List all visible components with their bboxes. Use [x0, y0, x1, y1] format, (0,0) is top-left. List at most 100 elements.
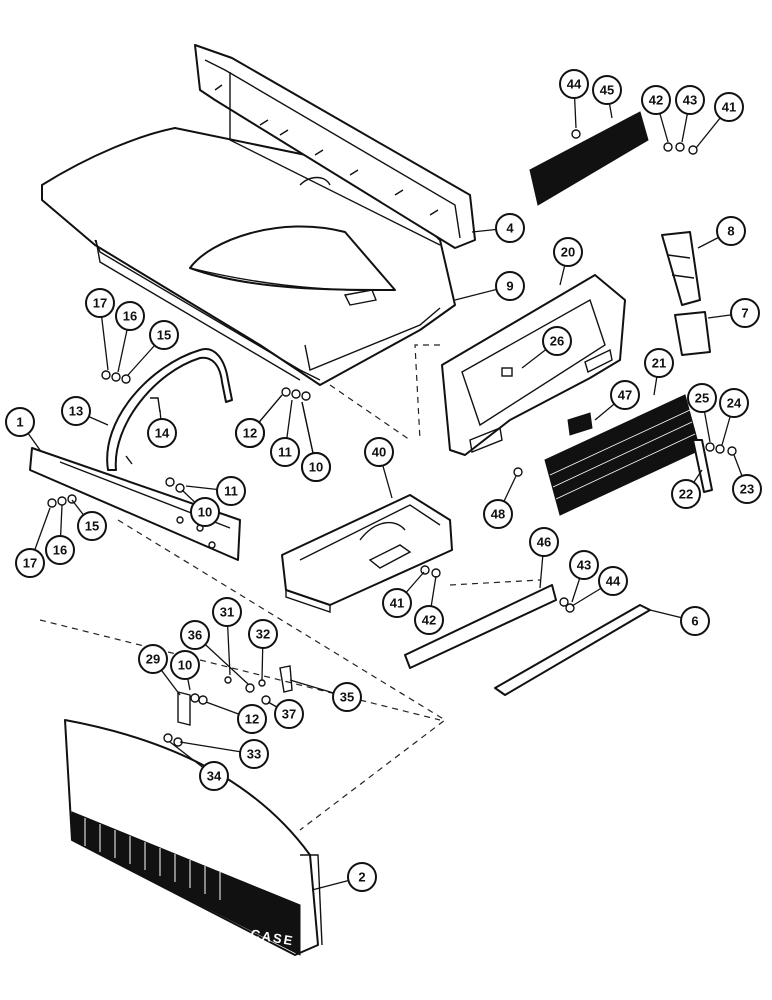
callout-number: 36 — [188, 628, 202, 643]
callout-number: 15 — [85, 519, 99, 534]
callout-circle — [414, 605, 444, 635]
callout-number: 25 — [695, 391, 709, 406]
vent-47 — [567, 412, 593, 436]
callout-17: 17 — [15, 507, 51, 578]
callout-9: 9 — [454, 271, 525, 301]
callout-20: 20 — [553, 237, 583, 286]
callout-number: 16 — [123, 309, 137, 324]
callout-number: 43 — [683, 93, 697, 108]
callout-circle — [212, 597, 242, 627]
callout-circle — [671, 479, 701, 509]
callout-number: 41 — [722, 100, 736, 115]
callout-35: 35 — [289, 679, 362, 712]
callout-12: 12 — [205, 701, 267, 734]
callout-number: 44 — [606, 574, 621, 589]
callout-10: 10 — [181, 489, 220, 527]
callout-47: 47 — [594, 380, 640, 421]
callout-1: 1 — [5, 407, 41, 451]
callout-circle — [347, 862, 377, 892]
callout-number: 42 — [422, 613, 436, 628]
callout-43: 43 — [569, 550, 599, 603]
callout-circle — [85, 288, 115, 318]
callout-circle — [719, 388, 749, 418]
callout-number: 8 — [727, 224, 734, 239]
callout-number: 37 — [282, 707, 296, 722]
callout-number: 12 — [245, 712, 259, 727]
callout-2: 2 — [311, 862, 377, 892]
callout-circle — [149, 320, 179, 350]
callout-number: 48 — [491, 507, 505, 522]
callout-number: 22 — [679, 487, 693, 502]
callout-number: 12 — [243, 426, 257, 441]
callout-31: 31 — [212, 597, 242, 676]
callout-circle — [364, 437, 394, 467]
callout-15: 15 — [127, 320, 179, 376]
callout-number: 4 — [506, 221, 514, 236]
callout-17: 17 — [85, 288, 115, 371]
callout-32: 32 — [248, 619, 278, 681]
callout-number: 46 — [537, 535, 551, 550]
foam-pad-8 — [661, 231, 701, 306]
callout-circle — [559, 69, 589, 99]
callout-circle — [483, 499, 513, 529]
support-rod-13 — [106, 348, 233, 471]
callout-circle — [598, 566, 628, 596]
callout-circle — [239, 739, 269, 769]
callout-14: 14 — [147, 409, 177, 448]
callout-circle — [115, 301, 145, 331]
callout-circle — [170, 650, 200, 680]
callout-circle — [138, 644, 168, 674]
callout-circle — [216, 476, 246, 506]
callout-circle — [495, 271, 525, 301]
callout-circle — [680, 606, 710, 636]
callout-number: 45 — [600, 83, 614, 98]
callout-number: 33 — [247, 747, 261, 762]
callout-layer: 1246789101010101111121212131415151616171… — [5, 69, 762, 892]
callout-circle — [714, 92, 744, 122]
callout-45: 45 — [592, 75, 622, 119]
callout-circle — [644, 348, 674, 378]
callout-number: 20 — [561, 245, 575, 260]
callout-circle — [270, 437, 300, 467]
callout-circle — [274, 699, 304, 729]
callout-number: 11 — [278, 445, 292, 460]
callout-26: 26 — [521, 326, 572, 369]
callout-42: 42 — [414, 575, 444, 635]
callout-44: 44 — [559, 69, 589, 129]
callout-circle — [730, 298, 760, 328]
callout-number: 34 — [207, 769, 222, 784]
callout-46: 46 — [529, 527, 559, 589]
callout-36: 36 — [180, 620, 249, 685]
callout-4: 4 — [471, 213, 525, 243]
callout-16: 16 — [115, 301, 145, 373]
callout-number: 13 — [69, 404, 83, 419]
callout-34: 34 — [169, 741, 229, 791]
callout-42: 42 — [641, 85, 671, 143]
callout-number: 24 — [727, 396, 742, 411]
callout-number: 26 — [550, 334, 564, 349]
callout-number: 29 — [146, 652, 160, 667]
callout-circle — [199, 761, 229, 791]
callout-circle — [77, 511, 107, 541]
callout-8: 8 — [697, 216, 746, 249]
callout-22: 22 — [671, 469, 703, 509]
nut-44-top — [571, 129, 581, 139]
callout-12: 12 — [235, 394, 283, 448]
callout-number: 47 — [618, 388, 632, 403]
callout-number: 17 — [23, 556, 37, 571]
callout-number: 6 — [691, 614, 698, 629]
callout-10: 10 — [170, 650, 200, 691]
callout-number: 41 — [390, 596, 404, 611]
callout-circle — [610, 380, 640, 410]
callout-circle — [675, 85, 705, 115]
clip-48 — [513, 467, 523, 477]
callout-7: 7 — [707, 298, 760, 328]
callout-number: 32 — [256, 627, 270, 642]
callout-circle — [716, 216, 746, 246]
bracket-29 — [177, 691, 191, 726]
foam-pad-7 — [674, 311, 711, 356]
callout-number: 31 — [220, 605, 234, 620]
hood-assembly — [41, 127, 456, 386]
callout-circle — [180, 620, 210, 650]
